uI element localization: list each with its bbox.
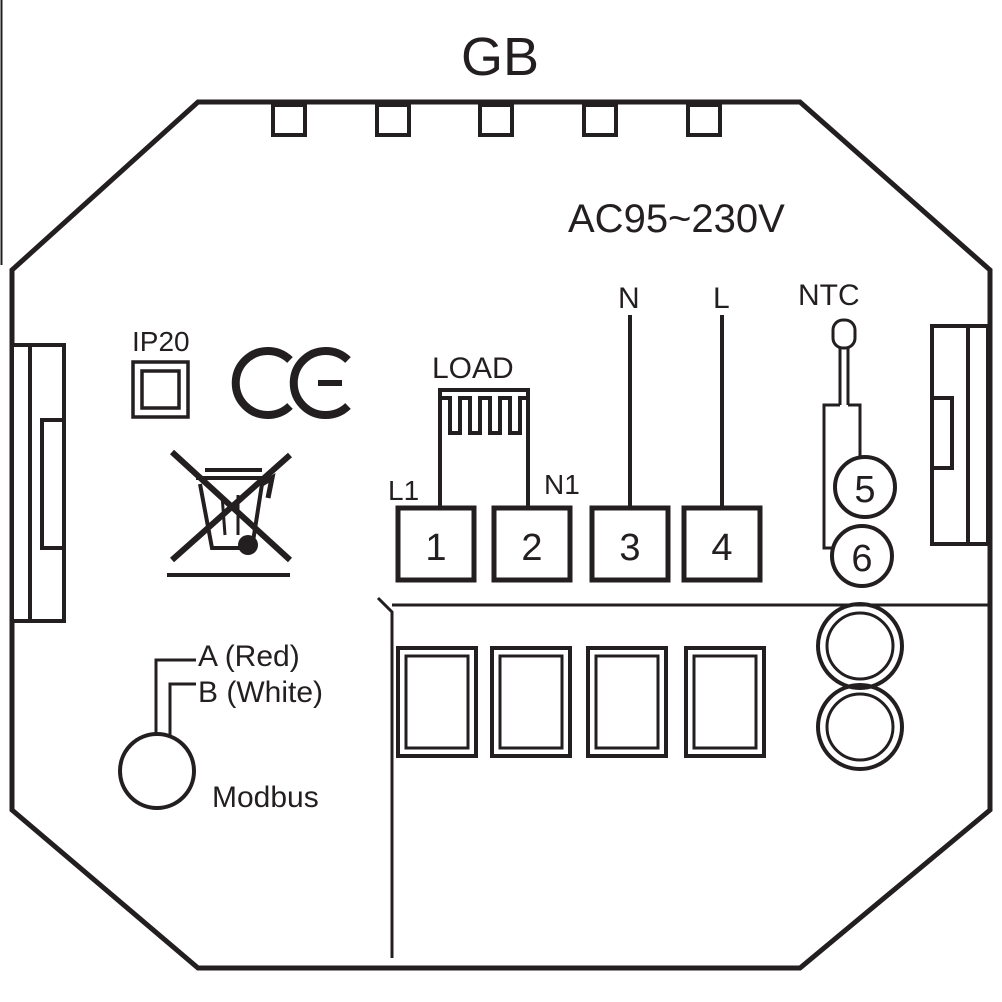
- top-tab: [271, 103, 307, 137]
- ntc-terminal-6-number: 6: [851, 538, 872, 580]
- top-tab: [582, 103, 618, 137]
- crossed-bin-icon: [167, 449, 293, 577]
- left-side-clip: [10, 343, 66, 623]
- live-label: L: [713, 282, 730, 315]
- top-tab: [686, 103, 722, 137]
- load-label: LOAD: [432, 352, 514, 385]
- region-label: GB: [461, 27, 539, 87]
- ntc-label: NTC: [798, 279, 860, 312]
- screw-terminal: [396, 646, 478, 758]
- terminal-1: [395, 505, 477, 583]
- voltage-rating: AC95~230V: [568, 197, 785, 241]
- heater-element-icon: [438, 388, 530, 508]
- top-tab: [375, 103, 411, 137]
- n1-label: N1: [544, 469, 580, 500]
- terminal-4: [681, 505, 763, 583]
- right-side-clip: [930, 324, 990, 546]
- top-tab: [478, 103, 514, 137]
- ip-rating-label: IP20: [132, 326, 190, 357]
- terminal-3: [589, 505, 671, 583]
- l1-label: L1: [388, 475, 419, 506]
- ip-square-icon: [131, 360, 190, 419]
- modbus-wire-a-label: A (Red): [198, 640, 300, 673]
- lower-panel: [376, 596, 990, 958]
- terminal-3-number: 3: [619, 527, 640, 569]
- screw-terminal: [586, 646, 668, 758]
- terminal-4-number: 4: [711, 527, 732, 569]
- terminal-block: 1 2 3 4: [395, 505, 763, 583]
- ntc-terminal-5-number: 5: [854, 469, 875, 511]
- modbus-connector-icon: [118, 658, 196, 810]
- screw-terminal: [490, 646, 572, 758]
- lower-round-contacts: [816, 602, 904, 771]
- top-mounting-tabs: [271, 103, 722, 137]
- terminal-2-number: 2: [521, 527, 542, 569]
- screw-terminal: [684, 646, 766, 758]
- ce-mark-icon: [231, 347, 351, 419]
- terminal-1-number: 1: [425, 527, 446, 569]
- modbus-label: Modbus: [212, 781, 319, 814]
- modbus-wire-b-label: B (White): [198, 676, 323, 709]
- lower-screw-terminals: [396, 646, 766, 758]
- terminal-2: [491, 505, 573, 583]
- ntc-terminal-6: [830, 524, 894, 588]
- ntc-terminal-5: [833, 455, 897, 519]
- neutral-label: N: [618, 282, 640, 315]
